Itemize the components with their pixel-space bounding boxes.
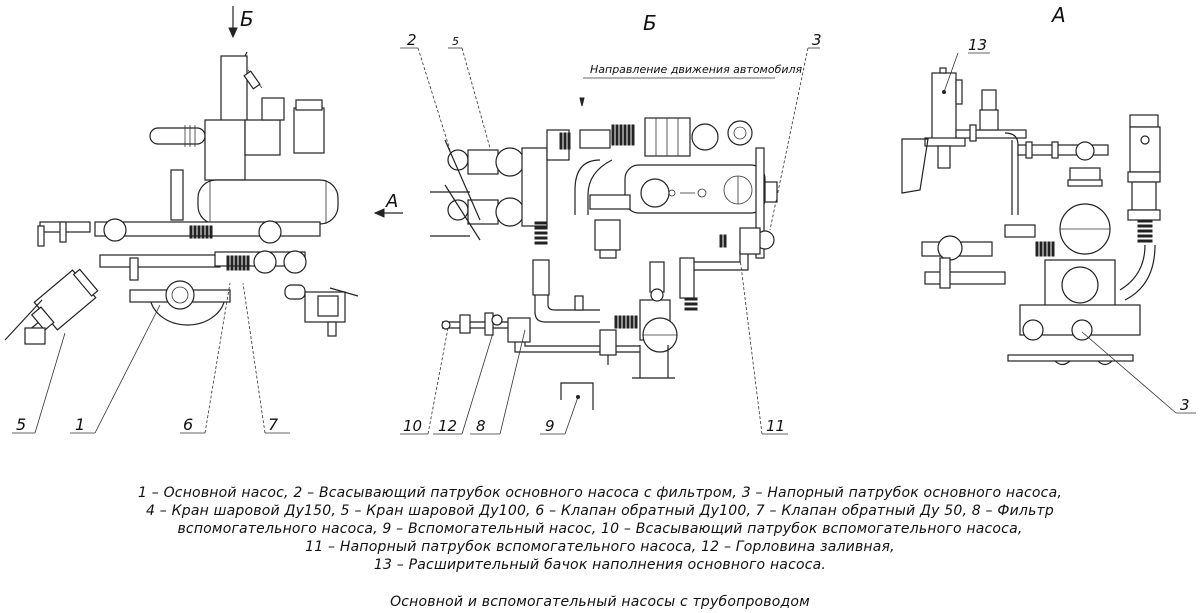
view-marker-b: Б [240,7,254,31]
view-arrow-a-head [373,208,385,218]
legend-line: 13 – Расширительный бачок наполнения осн… [373,557,827,573]
right-view: А [901,3,1196,414]
aux-filter [507,317,531,343]
expansion-tank [220,55,248,127]
main-pump [129,280,231,326]
legend: 1 – Основной насос, 2 – Всасывающий патр… [0,484,1200,574]
callout-3-center: 3 [812,31,822,49]
legend-line: вспомогательного насоса, 9 – Вспомогател… [177,521,1023,537]
ball-valve-left [26,268,99,333]
callout-9: 9 [545,417,555,435]
bellows-center-lower [614,315,638,329]
direction-note: Направление движения автомобиля [590,63,803,76]
callout-3-right: 3 [1180,396,1190,414]
callout-2: 2 [407,31,417,49]
figure-title: Основной и вспомогательный насосы с труб… [390,594,810,610]
upper-filter [644,117,753,157]
callout-8: 8 [476,417,486,435]
callout-10: 10 [403,417,422,435]
expansion-tank-13 [924,67,966,169]
left-view: Б [4,6,403,434]
ball-valve-right [284,284,359,337]
legend-line: 1 – Основной насос, 2 – Всасывающий патр… [137,485,1063,501]
callout-7: 7 [268,415,279,434]
bellows-center-top [559,124,635,150]
callout-13: 13 [968,36,987,54]
bellows-center-right [684,234,727,311]
callout-12: 12 [438,417,457,435]
view-arrow-b-head [228,27,238,39]
valve-block [204,119,246,181]
aux-pump-frame [560,382,594,410]
bellows-lower [226,255,250,271]
pump-base-plate [1007,354,1134,362]
bellows-center-vertical [534,221,548,245]
legend-line: 11 – Напорный патрубок вспомогательного … [305,539,895,555]
legend-line: 4 – Кран шаровой Ду150, 5 – Кран шаровой… [146,503,1054,519]
filter-housing [293,107,325,154]
ball-valve-stack [1127,114,1161,221]
callout-5-center: 5 [452,35,459,48]
bellows-upper [189,225,213,239]
horizontal-tank [197,179,339,225]
callout-5-left: 5 [16,415,26,434]
bellows-right [1035,219,1153,257]
right-view-title: А [1050,3,1066,27]
callout-1: 1 [75,415,85,434]
pump-assembly-drawing: Б [4,3,1196,435]
center-view: Б Направление движения автомобиля [400,11,822,435]
view-marker-a: А [385,191,398,212]
callout-11: 11 [766,417,785,435]
callout-6: 6 [183,415,193,434]
center-view-title: Б [643,11,657,35]
suction-pipe-main [430,139,548,241]
